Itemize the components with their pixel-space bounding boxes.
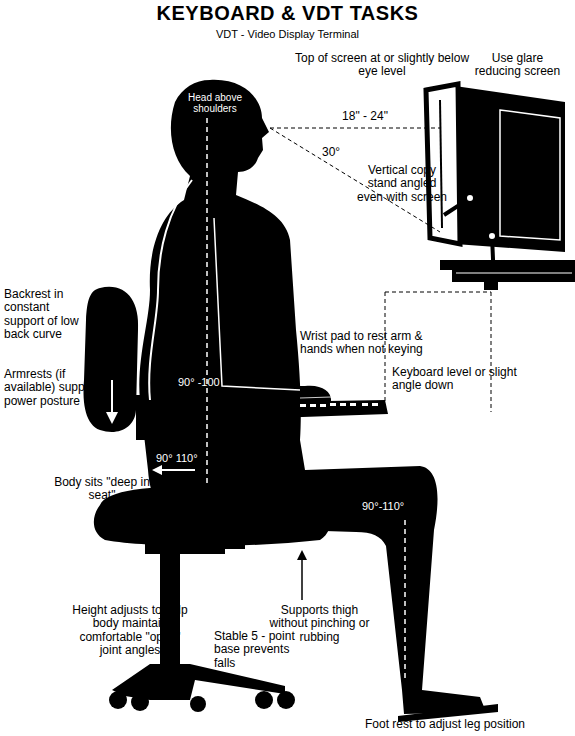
back-outline [149, 180, 192, 400]
annotation: Height adjusts to help body maintain com… [70, 604, 190, 658]
seat-cushion [94, 486, 333, 546]
annotation: Head above shoulders [186, 92, 244, 114]
caster [277, 691, 295, 709]
arm-outline [214, 218, 300, 390]
annotation: Stable 5 - point base prevents falls [214, 630, 314, 670]
caster [131, 693, 149, 711]
monitor-housing [455, 86, 565, 252]
key [330, 403, 336, 406]
screen-edge [440, 100, 442, 228]
arm-joint [466, 194, 474, 202]
annotation: Backrest in constant support of low back… [4, 288, 86, 342]
angle-value: 90° -100 [178, 376, 248, 388]
key [350, 403, 356, 406]
dimension: 18" - 24" [330, 110, 400, 123]
annotation: Wrist pad to rest arm & hands when not k… [300, 330, 428, 357]
subtitle: VDT - Video Display Terminal [0, 28, 575, 40]
desk-foot [484, 282, 498, 290]
seat-mechanism [145, 540, 225, 554]
annotation: Foot rest to adjust leg position [320, 718, 570, 731]
wrist-pad [270, 396, 298, 408]
key [372, 403, 378, 406]
caster [190, 696, 206, 712]
guide-line [491, 292, 492, 412]
spine-line [206, 118, 208, 520]
arrow-head [297, 550, 307, 560]
finger-line [300, 397, 331, 398]
key [362, 403, 368, 406]
annotation: Vertical copy stand angled even with scr… [356, 164, 448, 204]
seat-arrow [158, 469, 195, 471]
diagram-title: KEYBOARD & VDT TASKS [0, 2, 575, 25]
guide-line [385, 292, 491, 293]
annotation: Keyboard level or slight angle down [392, 366, 542, 393]
backrest [84, 287, 139, 432]
leader-arrow [301, 556, 303, 600]
key [300, 404, 306, 407]
key [310, 404, 316, 407]
key [320, 404, 326, 407]
annotation: Body sits "deep in seat" [52, 476, 152, 503]
shin-line [404, 520, 406, 680]
annotation: Use glare reducing screen [470, 52, 565, 79]
caster [255, 691, 273, 709]
desk-detail [456, 273, 572, 274]
desk-base [452, 270, 575, 282]
person-silhouette [139, 80, 486, 714]
arrow-head [106, 412, 118, 424]
arm-joint [488, 232, 496, 240]
sight-line [270, 128, 440, 129]
angle-value: 30° [322, 146, 362, 159]
monitor-detail [500, 110, 560, 240]
desk-top [440, 260, 575, 270]
angle-value: 90°-110° [362, 500, 432, 512]
arrow-head [152, 465, 162, 475]
key [340, 403, 346, 406]
height-lever [225, 544, 245, 549]
annotation: Top of screen at or slightly below eye l… [292, 52, 472, 79]
caster [109, 691, 127, 709]
keys [300, 403, 378, 407]
annotation: Armrests (if available) support power po… [4, 368, 99, 408]
angle-value: 90° 110° [156, 452, 226, 464]
